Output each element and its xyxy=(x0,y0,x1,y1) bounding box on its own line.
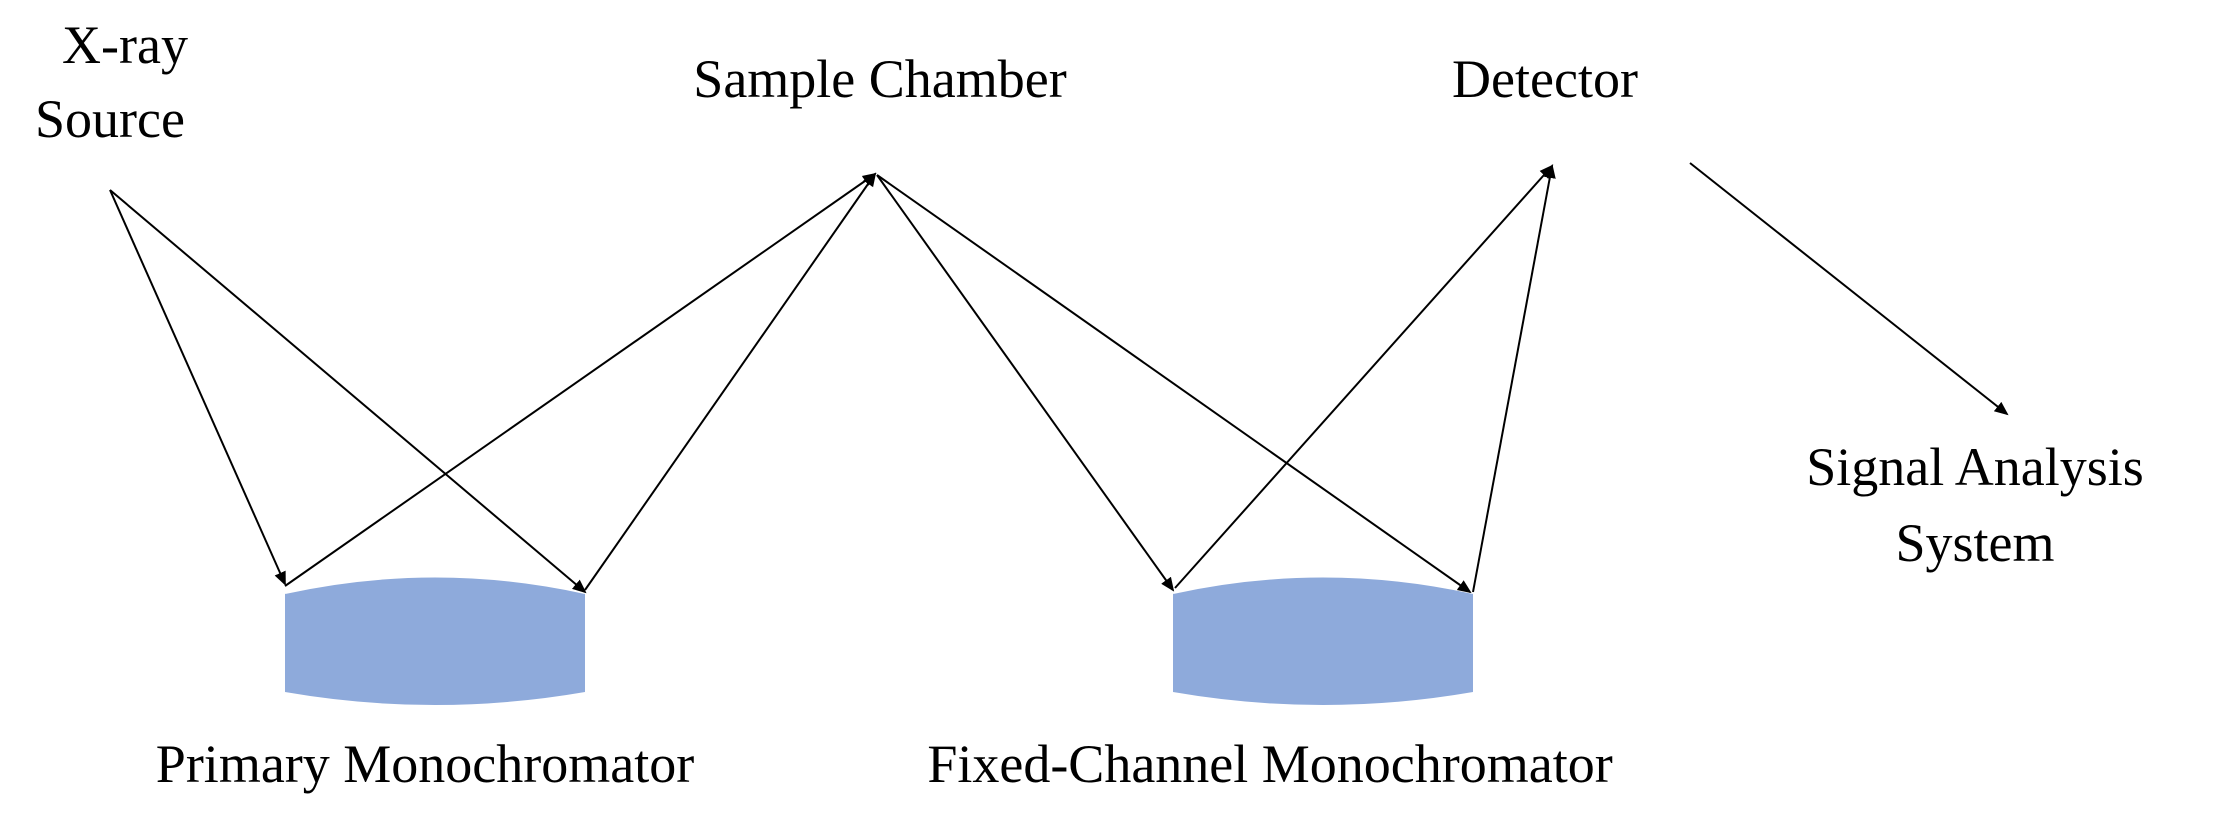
sample-chamber-label: Sample Chamber xyxy=(693,49,1066,109)
arrow-detector-to-signal-analysis xyxy=(1689,162,2009,416)
arrow-primary-right-to-sample xyxy=(584,172,877,591)
fixed-channel-monochromator-crystal xyxy=(1172,575,1474,705)
fixed-channel-monochromator-label: Fixed-Channel Monochromator xyxy=(927,734,1612,794)
xray-source-label-line1: X-ray xyxy=(62,15,188,75)
primary-monochromator-label: Primary Monochromator xyxy=(156,734,694,794)
signal-analysis-label-line2: System xyxy=(1895,513,2054,573)
arrow-source-to-primary-left xyxy=(109,189,286,586)
detector-label: Detector xyxy=(1452,49,1638,109)
arrow-fixed-left-to-detector xyxy=(1174,164,1554,589)
primary-monochromator-crystal xyxy=(284,575,586,705)
arrow-primary-left-to-sample xyxy=(284,172,877,587)
signal-analysis-label-line1: Signal Analysis xyxy=(1806,437,2144,497)
arrow-sample-to-fixed-right xyxy=(876,174,1472,594)
xray-source-label-line2: Source xyxy=(35,89,185,149)
arrow-sample-to-fixed-left xyxy=(876,174,1175,592)
arrow-fixed-right-to-detector xyxy=(1472,164,1556,593)
arrow-source-to-primary-right xyxy=(109,189,587,594)
